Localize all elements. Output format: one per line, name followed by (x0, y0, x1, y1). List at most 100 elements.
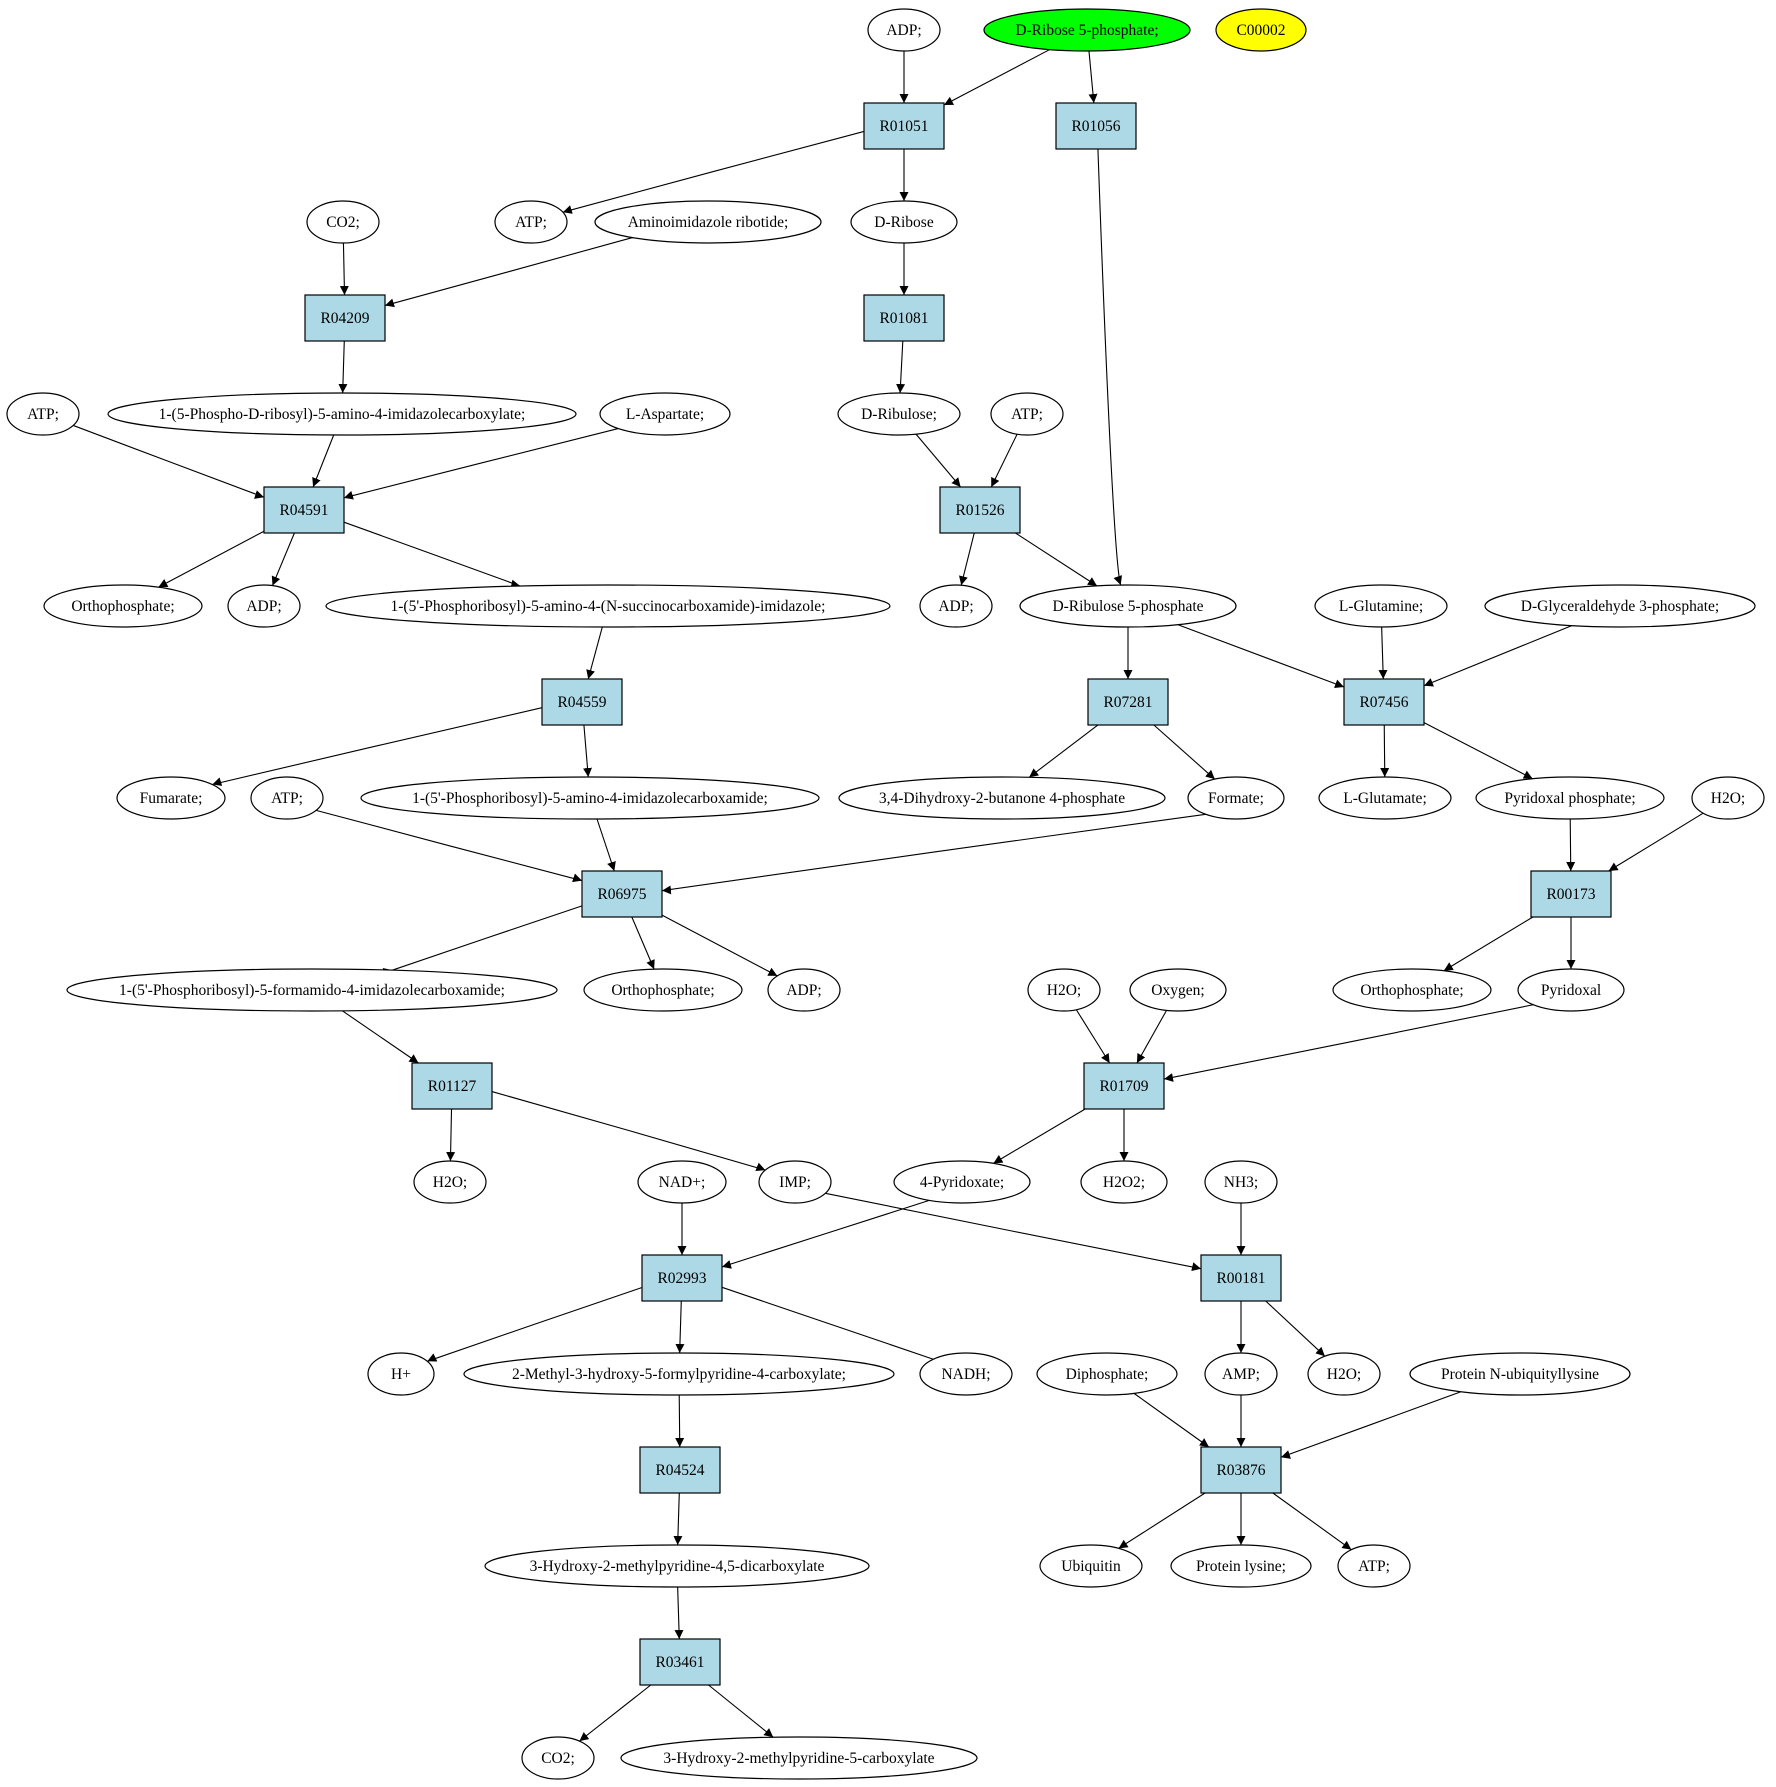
edge-dribulose-to-R01526 (915, 433, 962, 488)
reaction-node-r01081[interactable]: R01081 (863, 294, 945, 342)
compound-node-atp_r06975[interactable]: ATP; (250, 776, 324, 820)
compound-node-dribose[interactable]: D-Ribose (850, 200, 958, 244)
node-label: ATP; (27, 406, 59, 423)
reaction-box (1200, 1254, 1282, 1302)
compound-node-plp[interactable]: Pyridoxal phosphate; (1475, 776, 1665, 820)
reaction-node-r04591[interactable]: R04591 (263, 486, 345, 534)
compound-node-pyridoxate[interactable]: 4-Pyridoxate; (893, 1160, 1031, 1204)
compound-node-atp_r03876[interactable]: ATP; (1337, 1544, 1411, 1588)
compound-node-h2o2[interactable]: H2O2; (1080, 1160, 1168, 1204)
edge-R02993-to-hplus (427, 1286, 643, 1362)
edge-R03461-to-hmpc (708, 1684, 774, 1738)
compound-node-h2o_r00173[interactable]: H2O; (1691, 776, 1765, 820)
compound-node-cair[interactable]: 1-(5-Phospho-D-ribosyl)-5-amino-4-imidaz… (107, 392, 577, 436)
compound-node-oxygen[interactable]: Oxygen; (1129, 968, 1227, 1012)
compound-node-c00002[interactable]: C00002 (1215, 8, 1307, 52)
edge-dr5p-to-R01056 (1088, 50, 1098, 104)
reaction-box (1087, 678, 1169, 726)
reaction-node-r04524[interactable]: R04524 (639, 1446, 721, 1494)
compound-node-hmpdc[interactable]: 3-Hydroxy-2-methylpyridine-4,5-dicarboxy… (484, 1544, 870, 1588)
compound-node-air[interactable]: Aminoimidazole ribotide; (594, 200, 822, 244)
reaction-node-r04559[interactable]: R04559 (541, 678, 623, 726)
reaction-node-r01127[interactable]: R01127 (411, 1062, 493, 1110)
reaction-box (639, 1638, 721, 1686)
compound-node-pi_r00173[interactable]: Orthophosphate; (1332, 968, 1492, 1012)
edge-R02993-to-mhfpc (675, 1300, 685, 1354)
compound-node-adp_r01526[interactable]: ADP; (919, 584, 993, 628)
compound-node-h2o_r01127[interactable]: H2O; (413, 1160, 487, 1204)
reaction-node-r01051[interactable]: R01051 (863, 102, 945, 150)
reaction-node-r01056[interactable]: R01056 (1055, 102, 1137, 150)
compound-node-pi_r06975[interactable]: Orthophosphate; (583, 968, 743, 1012)
compound-node-fumarate[interactable]: Fumarate; (116, 776, 226, 820)
compound-node-faicar[interactable]: 1-(5'-Phosphoribosyl)-5-formamido-4-imid… (66, 968, 558, 1012)
reaction-node-r00181[interactable]: R00181 (1200, 1254, 1282, 1302)
compound-node-amp[interactable]: AMP; (1204, 1352, 1278, 1396)
edge-R07456-to-plp (1423, 722, 1533, 780)
edge-R01127-to-imp (491, 1091, 766, 1172)
compound-node-adp_r04591[interactable]: ADP; (227, 584, 301, 628)
edge-formate-to-R06975 (661, 813, 1207, 895)
reaction-node-r07456[interactable]: R07456 (1343, 678, 1425, 726)
compound-ellipse (1027, 968, 1101, 1012)
compound-ellipse (850, 200, 958, 244)
reaction-node-r01709[interactable]: R01709 (1083, 1062, 1165, 1110)
edge-R04524-to-hmpdc (673, 1492, 683, 1546)
compound-node-laspartate[interactable]: L-Aspartate; (599, 392, 731, 436)
compound-node-proteinlys[interactable]: Protein lysine; (1170, 1544, 1312, 1588)
reaction-node-r06975[interactable]: R06975 (581, 870, 663, 918)
compound-node-g3p[interactable]: D-Glyceraldehyde 3-phosphate; (1484, 584, 1756, 628)
compound-node-mhfpc[interactable]: 2-Methyl-3-hydroxy-5-formylpyridine-4-ca… (463, 1352, 895, 1396)
compound-node-lglutamate[interactable]: L-Glutamate; (1318, 776, 1452, 820)
compound-node-ubiquitin[interactable]: Ubiquitin (1039, 1544, 1143, 1588)
compound-node-lglutamine[interactable]: L-Glutamine; (1314, 584, 1448, 628)
compound-node-pi_r04591[interactable]: Orthophosphate; (43, 584, 203, 628)
compound-node-dribulose[interactable]: D-Ribulose; (837, 392, 961, 436)
compound-node-atp_r01526[interactable]: ATP; (990, 392, 1064, 436)
compound-node-co2_top[interactable]: CO2; (306, 200, 380, 244)
compound-node-dhbp[interactable]: 3,4-Dihydroxy-2-butanone 4-phosphate (838, 776, 1166, 820)
reaction-node-r03461[interactable]: R03461 (639, 1638, 721, 1686)
compound-node-hmpc[interactable]: 3-Hydroxy-2-methylpyridine-5-carboxylate (620, 1736, 978, 1780)
node-label: R04591 (279, 502, 328, 519)
compound-node-h2o_r01709[interactable]: H2O; (1027, 968, 1101, 1012)
edge-R04559-to-fumarate (212, 707, 543, 787)
compound-node-nadp[interactable]: NAD+; (637, 1160, 727, 1204)
reaction-node-r04209[interactable]: R04209 (304, 294, 386, 342)
edge-R00173-to-pi_r00173 (1443, 916, 1534, 972)
compound-node-h2o_r00181[interactable]: H2O; (1307, 1352, 1381, 1396)
compound-node-imp[interactable]: IMP; (758, 1160, 832, 1204)
reaction-node-r03876[interactable]: R03876 (1200, 1446, 1282, 1494)
compound-node-dr5p[interactable]: D-Ribose 5-phosphate; (983, 8, 1191, 52)
compound-node-adp_top[interactable]: ADP; (867, 8, 941, 52)
compound-node-nh3[interactable]: NH3; (1204, 1160, 1278, 1204)
node-label: R02993 (657, 1270, 706, 1287)
compound-node-protubi[interactable]: Protein N-ubiquityllysine (1409, 1352, 1631, 1396)
compound-node-diphosphate[interactable]: Diphosphate; (1036, 1352, 1178, 1396)
compound-node-pyridoxal[interactable]: Pyridoxal (1517, 968, 1625, 1012)
compound-ellipse (1332, 968, 1492, 1012)
compound-node-co2_bottom[interactable]: CO2; (521, 1736, 595, 1780)
compound-node-formate[interactable]: Formate; (1187, 776, 1285, 820)
node-label: 3-Hydroxy-2-methylpyridine-5-carboxylate (663, 1750, 934, 1767)
edge-R03876-to-ubiquitin (1118, 1492, 1206, 1549)
reaction-node-r02993[interactable]: R02993 (641, 1254, 723, 1302)
reaction-node-r00173[interactable]: R00173 (1530, 870, 1612, 918)
reaction-box (1530, 870, 1612, 918)
compound-ellipse (1036, 1352, 1178, 1396)
reaction-node-r01526[interactable]: R01526 (939, 486, 1021, 534)
compound-ellipse (6, 392, 80, 436)
compound-node-nadh[interactable]: NADH; (919, 1352, 1013, 1396)
compound-node-aicar[interactable]: 1-(5'-Phosphoribosyl)-5-amino-4-imidazol… (360, 776, 820, 820)
compound-node-atp_r01051[interactable]: ATP; (494, 200, 568, 244)
compound-node-adp_r06975[interactable]: ADP; (767, 968, 841, 1012)
compound-ellipse (494, 200, 568, 244)
edge-protubi-to-R03876 (1280, 1391, 1462, 1459)
compound-node-dru5p[interactable]: D-Ribulose 5-phosphate (1019, 584, 1237, 628)
reaction-box (641, 1254, 723, 1302)
reaction-node-r07281[interactable]: R07281 (1087, 678, 1169, 726)
compound-node-saicar[interactable]: 1-(5'-Phosphoribosyl)-5-amino-4-(N-succi… (325, 584, 891, 628)
edge-atp_r06975-to-R06975 (315, 809, 583, 883)
compound-node-atp_left[interactable]: ATP; (6, 392, 80, 436)
compound-node-hplus[interactable]: H+ (367, 1352, 435, 1396)
